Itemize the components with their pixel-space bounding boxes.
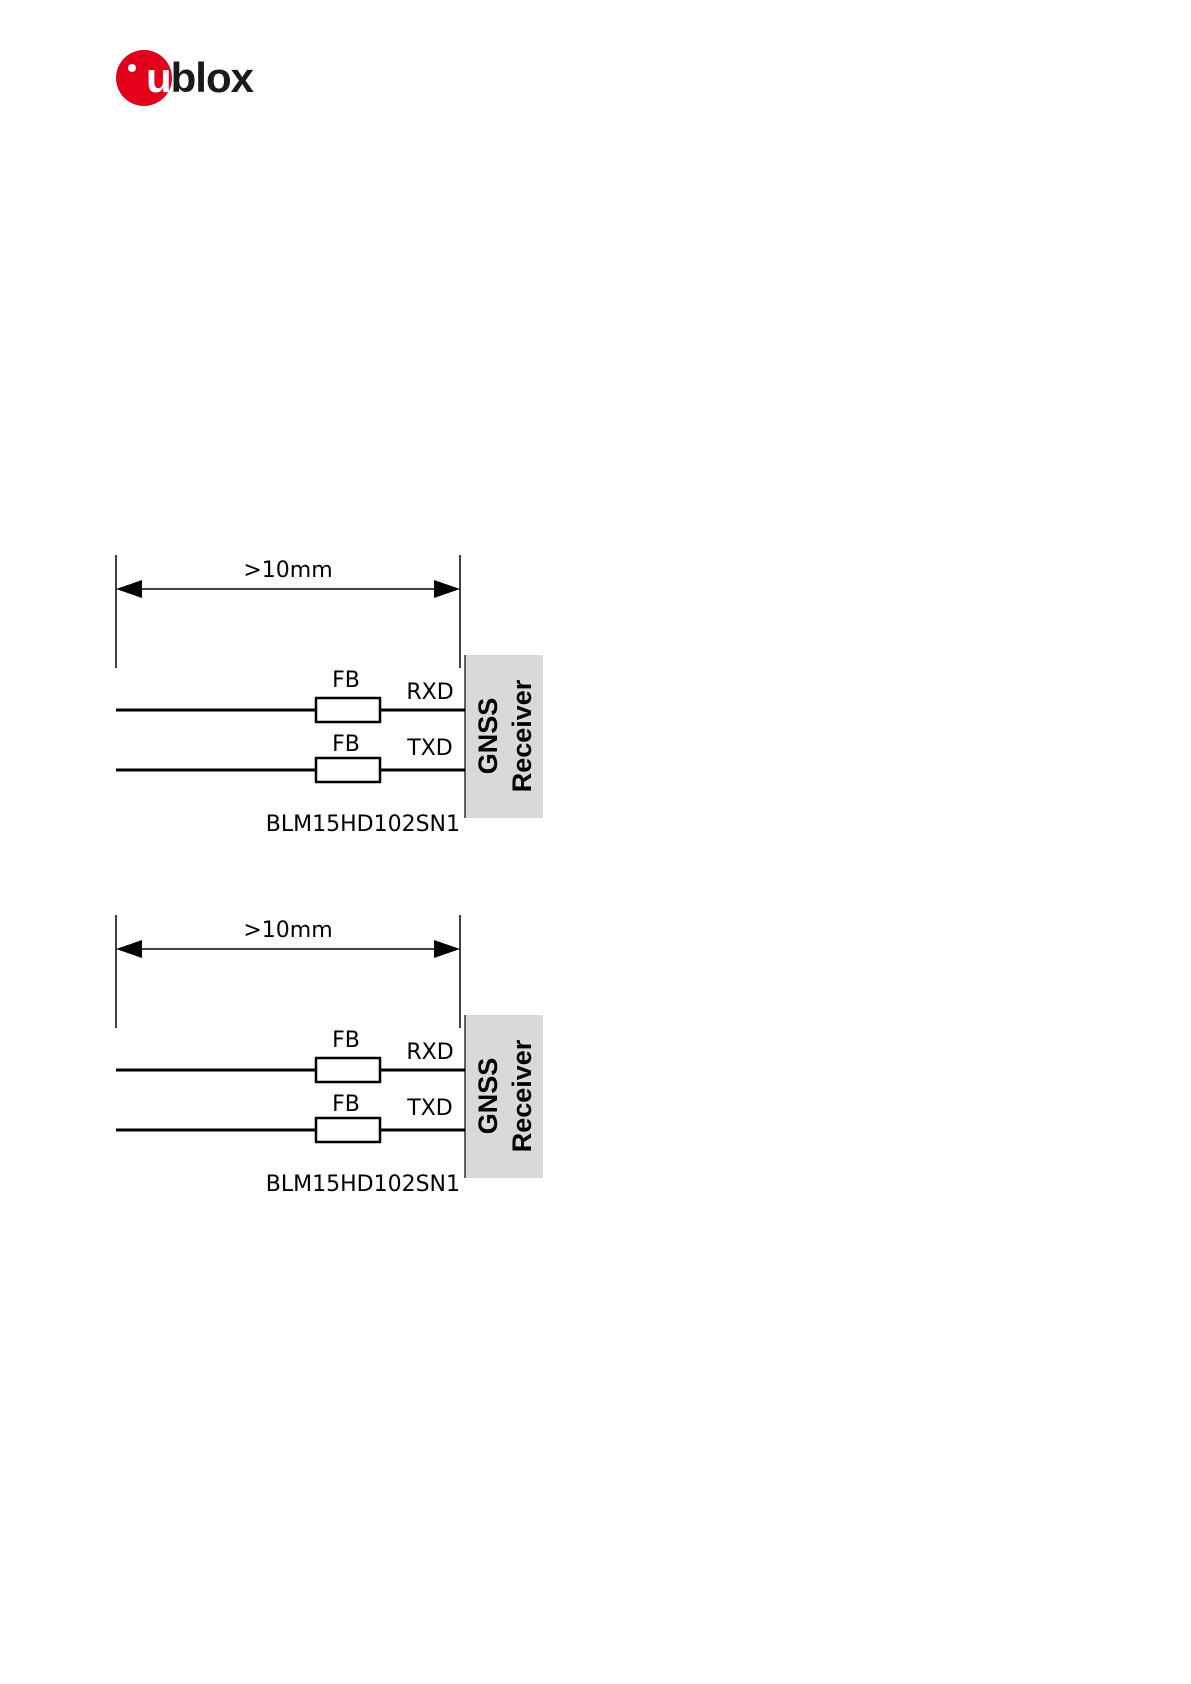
ferrite-bead-rxd-icon	[316, 698, 380, 722]
gnss-block-label-line2: Receiver	[507, 679, 537, 792]
dimension-arrow-left-icon	[116, 580, 142, 598]
ferrite-bead-diagram-1: >10mm GNSS Receiver FB RXD FB TXD BLM15H…	[0, 555, 600, 855]
part-number-label: BLM15HD102SN1	[266, 1172, 460, 1197]
dimension-arrow-right-icon	[434, 940, 460, 958]
ferrite-label-rxd: FB	[332, 1028, 360, 1053]
ublox-logo: ublox	[116, 50, 266, 110]
ferrite-bead-rxd-icon	[316, 1058, 380, 1082]
signal-label-txd: TXD	[406, 736, 452, 761]
ferrite-label-txd: FB	[332, 732, 360, 757]
logo-letter-u: u	[146, 54, 171, 101]
logo-letters-blox: blox	[171, 54, 253, 101]
signal-label-txd: TXD	[406, 1096, 452, 1121]
ferrite-bead-txd-icon	[316, 758, 380, 782]
signal-label-rxd: RXD	[406, 680, 453, 705]
logo-dot-icon	[128, 64, 136, 72]
logo-wordmark: ublox	[146, 52, 253, 104]
dimension-arrow-right-icon	[434, 580, 460, 598]
gnss-block-label-line2: Receiver	[507, 1039, 537, 1152]
ferrite-bead-diagram-2: >10mm GNSS Receiver FB RXD FB TXD BLM15H…	[0, 915, 600, 1215]
gnss-block-label-line1: GNSS	[473, 698, 503, 775]
gnss-block-label-line1: GNSS	[473, 1058, 503, 1135]
dimension-arrow-left-icon	[116, 940, 142, 958]
part-number-label: BLM15HD102SN1	[266, 812, 460, 837]
dimension-label: >10mm	[243, 918, 332, 943]
ferrite-bead-txd-icon	[316, 1118, 380, 1142]
ferrite-label-rxd: FB	[332, 668, 360, 693]
ferrite-label-txd: FB	[332, 1092, 360, 1117]
dimension-label: >10mm	[243, 558, 332, 583]
signal-label-rxd: RXD	[406, 1040, 453, 1065]
